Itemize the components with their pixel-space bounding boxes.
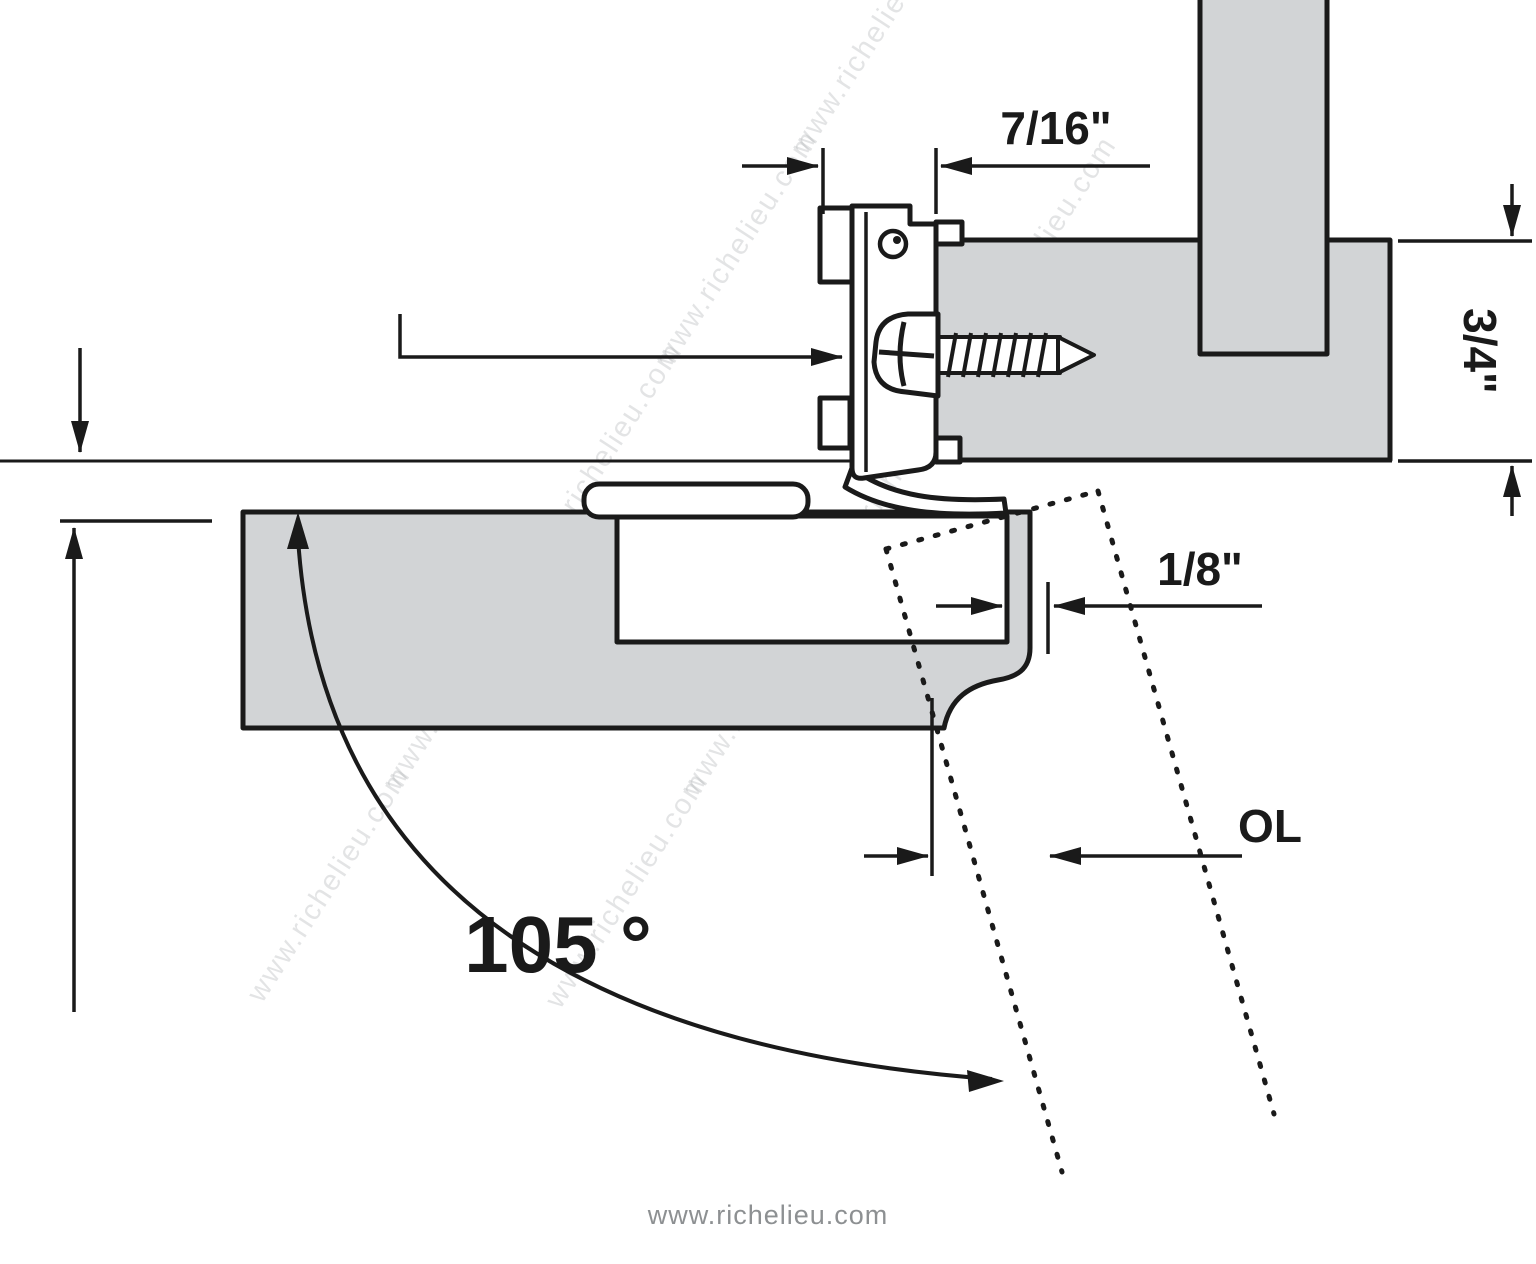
open-door-front-face-line bbox=[883, 546, 1065, 1175]
footer-url: www.richelieu.com bbox=[647, 1200, 889, 1230]
dimension-left-gap bbox=[60, 348, 212, 1012]
angle-arc bbox=[296, 537, 993, 1081]
open-door-back-face-line bbox=[1095, 488, 1277, 1117]
plate-top-flange bbox=[817, 205, 855, 285]
dimension-label-overlay: OL bbox=[1238, 800, 1302, 852]
watermark-text: www.richelieu.com bbox=[784, 0, 961, 161]
screw bbox=[871, 311, 1096, 399]
hinge-cup-recess bbox=[614, 513, 1010, 645]
dimension-label-top-offset: 7/16" bbox=[1000, 102, 1111, 154]
dimension-panel-thickness: 3/4" bbox=[1398, 184, 1532, 516]
open-door-edge-line bbox=[883, 488, 1101, 552]
dimension-label-panel-thickness: 3/4" bbox=[1454, 308, 1506, 394]
hinge-arm-link bbox=[842, 465, 1009, 517]
watermark-text: www.richelieu.com bbox=[648, 124, 825, 372]
screw-head-slot-horizontal bbox=[878, 349, 935, 359]
plate-screw-hole-detail bbox=[893, 236, 901, 244]
angle-label: 105 ° bbox=[464, 900, 652, 989]
screw-leader-arrow bbox=[398, 314, 843, 366]
dimension-top-offset: 7/16" bbox=[742, 102, 1150, 214]
cabinet-side-panel bbox=[1197, 0, 1330, 357]
open-door-dashed-outline bbox=[883, 488, 1277, 1175]
dimension-label-reveal: 1/8" bbox=[1157, 543, 1243, 595]
dimension-overlay: OL bbox=[864, 698, 1302, 876]
screw-threads bbox=[946, 332, 1048, 378]
watermark-text: www.richelieu.com bbox=[240, 760, 417, 1008]
plate-top-clip bbox=[933, 219, 965, 247]
angle-arc-arrow-up bbox=[287, 512, 309, 549]
hinge-arm bbox=[581, 481, 811, 520]
plate-bottom-flange bbox=[817, 395, 853, 451]
dimension-reveal: 1/8" bbox=[936, 543, 1262, 654]
angle-arc-arrow-right bbox=[967, 1070, 1004, 1092]
plate-screw-hole bbox=[877, 228, 909, 260]
opening-angle: 105 ° bbox=[287, 512, 1004, 1092]
screw-tip bbox=[1056, 335, 1096, 375]
plate-bottom-clip bbox=[933, 435, 963, 465]
